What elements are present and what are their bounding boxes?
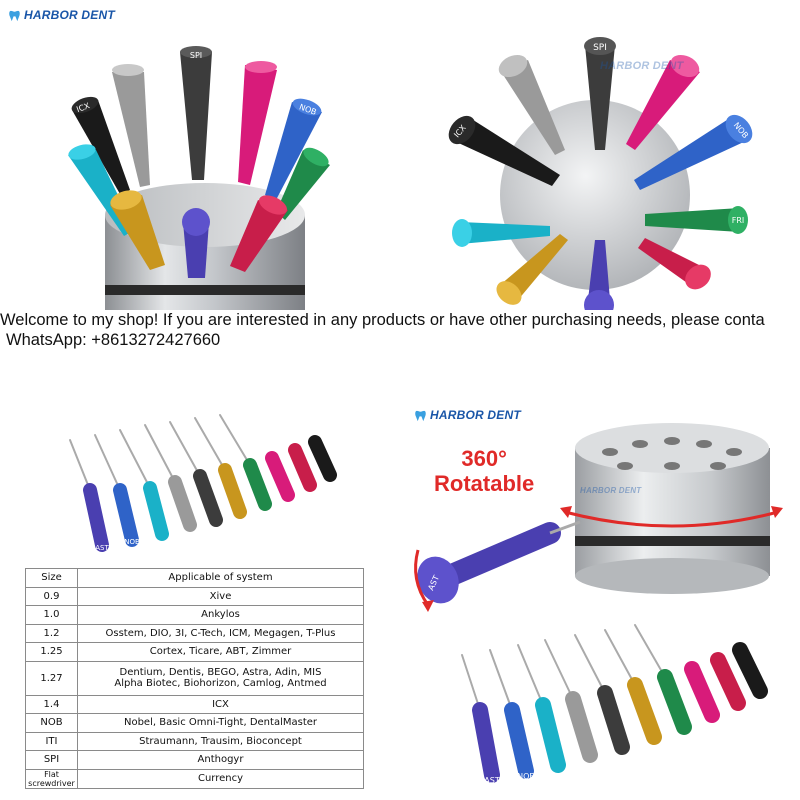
driver-crimson <box>230 195 288 272</box>
brand-logo-watermark: HARBOR DENT <box>600 60 683 72</box>
driver-label-spi: SPI <box>190 51 202 60</box>
table-header-row: Size Applicable of system <box>25 568 364 588</box>
driver-label-ast-fan2: AST <box>484 776 500 785</box>
product-photo-drivers-fan: AST NOB <box>40 410 370 565</box>
driver-icx <box>71 96 130 194</box>
driver-fri-top <box>645 206 748 234</box>
cell-size: 1.2 <box>25 623 78 643</box>
header-size: Size <box>25 568 78 588</box>
product-photo-stand-top: SPI ICX NOB FRI HARBOR DENT <box>400 0 800 310</box>
tooth-logo-icon <box>9 10 20 21</box>
driver-silver <box>112 64 150 187</box>
cell-system: Dentium, Dentis, BEGO, Astra, Adin, MIS … <box>77 660 364 696</box>
brand-name: HARBOR DENT <box>430 408 521 422</box>
driver-iti-top <box>626 54 700 150</box>
driver-silver-top <box>498 54 565 155</box>
cell-system: Xive <box>77 586 364 606</box>
driver-gold <box>110 190 165 270</box>
brand-name: HARBOR DENT <box>24 8 115 22</box>
tooth-logo-icon <box>415 410 426 421</box>
cell-system: Straumann, Trausim, Bioconcept <box>77 731 364 751</box>
cell-system: ICX <box>77 694 364 714</box>
whatsapp-line: WhatsApp: +8613272427660 <box>6 331 221 349</box>
brand-logo-watermark: HARBOR DENT <box>580 486 641 495</box>
cell-size: SPI <box>25 750 78 770</box>
product-photo-stand-front: HARBOR DENT ICX SPI NOB <box>0 0 400 310</box>
brand-name-watermark: HARBOR DENT <box>580 486 642 495</box>
cell-size: 1.27 <box>25 660 78 696</box>
cell-size: ITI <box>25 731 78 751</box>
driver-gold-top <box>496 234 568 305</box>
driver-purple-top <box>584 240 614 310</box>
driver-label-icx: ICX <box>75 101 91 114</box>
drivers-fan-illustration: AST NOB <box>69 414 337 552</box>
driver-teal-top <box>452 219 550 247</box>
cell-system: Cortex, Ticare, ABT, Zimmer <box>77 642 364 662</box>
driver-ast-rotatable <box>417 520 581 604</box>
welcome-line: Welcome to my shop! If you are intereste… <box>0 311 765 329</box>
driver-label-fri-top: FRI <box>732 216 745 225</box>
cell-size: NOB <box>25 713 78 733</box>
product-photo-rotatable: HARBOR DENT AST HARBOR DENT <box>400 400 800 620</box>
driver-fri <box>276 147 330 220</box>
rotatable-word: Rotatable <box>434 471 535 496</box>
product-photo-drivers-fan-2: AST NOB <box>440 615 800 800</box>
cell-system: Currency <box>77 768 364 789</box>
driver-iti <box>238 61 277 185</box>
rotatable-degrees: 360° <box>461 446 507 471</box>
cell-system: Ankylos <box>77 605 364 625</box>
rotatable-stand-illustration: AST <box>414 423 783 612</box>
driver-spi <box>180 46 212 180</box>
driver-label-spi-top: SPI <box>593 43 607 53</box>
cell-system: Anthogyr <box>77 750 364 770</box>
cell-system: Osstem, DIO, 3I, C-Tech, ICM, Megagen, T… <box>77 623 364 643</box>
cell-size: Flat screwdriver <box>25 768 78 789</box>
driver-purple <box>182 208 210 278</box>
cell-size: 1.0 <box>25 605 78 625</box>
drivers-fan-2-illustration: AST NOB <box>461 624 768 785</box>
cell-size: 1.25 <box>25 642 78 662</box>
driver-label-nob-fan: NOB <box>124 538 140 546</box>
driver-nob-top <box>634 114 753 190</box>
brand-logo-rotatable: HARBOR DENT <box>414 408 521 422</box>
welcome-banner: Welcome to my shop! If you are intereste… <box>0 310 800 350</box>
brand-logo: HARBOR DENT <box>8 8 115 22</box>
rotation-arrow-icon <box>564 510 779 528</box>
cell-size: 0.9 <box>25 586 78 606</box>
header-system: Applicable of system <box>77 568 364 588</box>
driver-crimson-top <box>638 238 711 290</box>
cell-size: 1.4 <box>25 694 78 714</box>
cell-system: Nobel, Basic Omni-Tight, DentalMaster <box>77 713 364 733</box>
driver-spi-top <box>584 37 616 150</box>
stand-top-illustration: SPI ICX NOB FRI <box>448 37 753 310</box>
driver-nob <box>265 98 322 200</box>
rotatable-caption: 360° Rotatable <box>434 446 534 496</box>
driver-label-ast-fan: AST <box>95 544 109 552</box>
driver-icx-top <box>448 115 560 186</box>
stand-front-illustration: ICX SPI NOB <box>68 46 330 310</box>
brand-name-watermark: HARBOR DENT <box>600 60 684 72</box>
driver-label-nob-fan2: NOB <box>517 772 535 781</box>
